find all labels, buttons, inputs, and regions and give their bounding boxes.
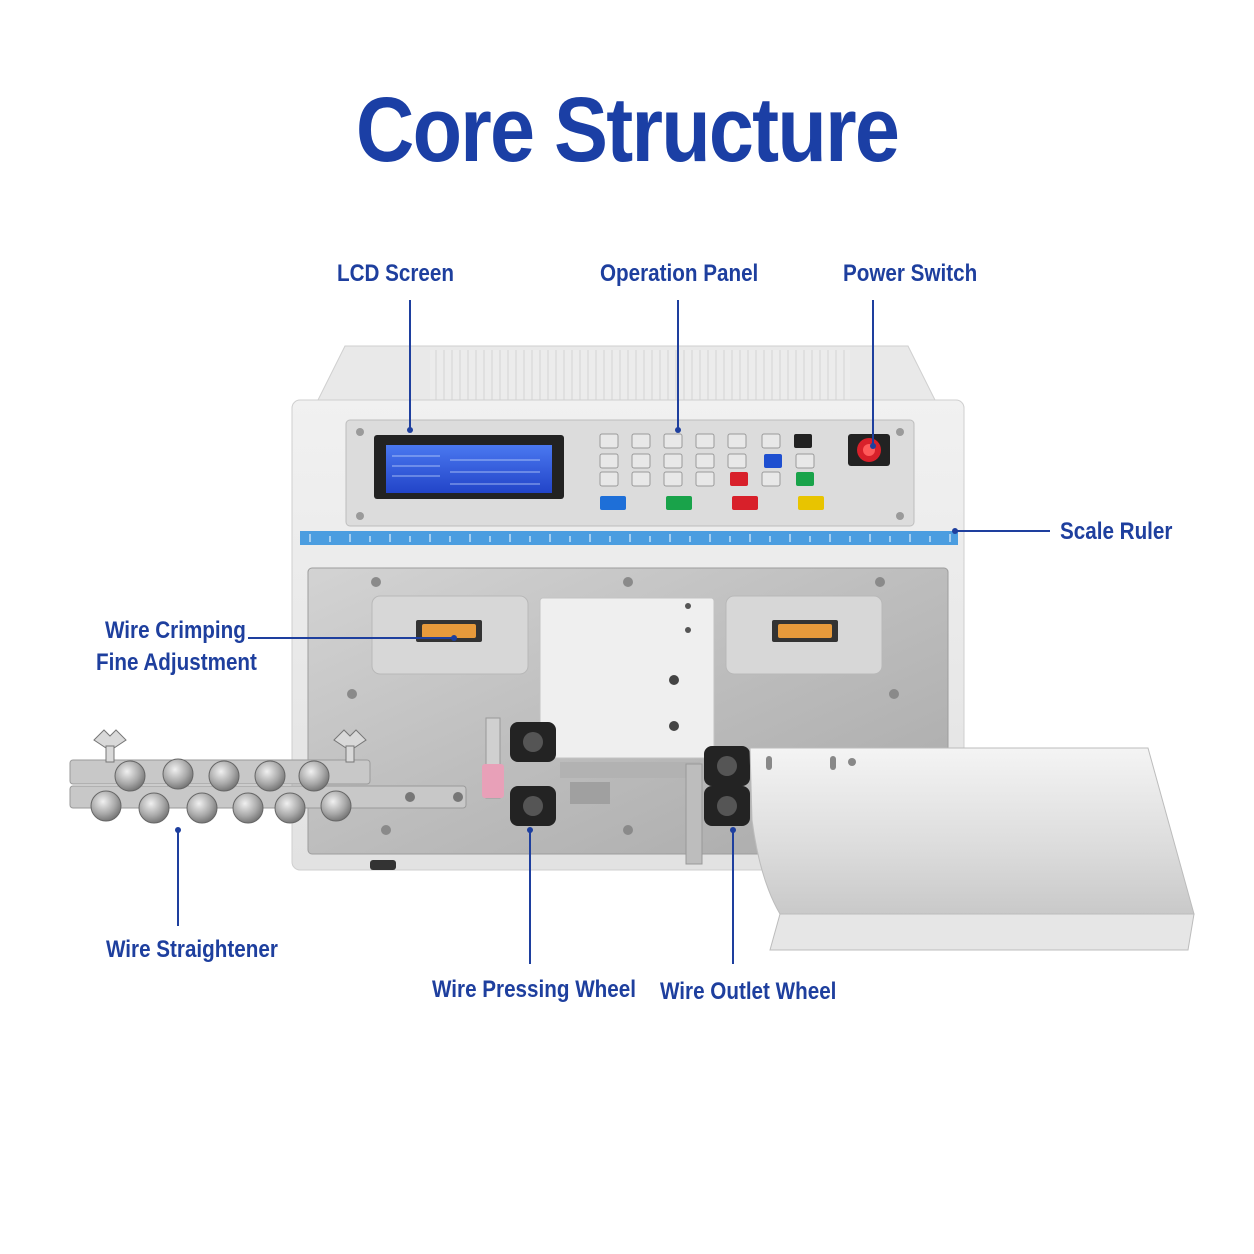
label-wire-outlet-wheel: Wire Outlet Wheel xyxy=(660,978,837,1005)
callout-leaders xyxy=(177,300,1050,964)
label-wire-pressing-wheel: Wire Pressing Wheel xyxy=(432,976,636,1003)
power-switch-button xyxy=(848,434,890,466)
cutter-block xyxy=(539,597,715,759)
machine-foot xyxy=(370,860,396,870)
outlet-wheels xyxy=(704,746,750,826)
callout-dots xyxy=(175,427,958,833)
operation-keypad xyxy=(599,433,824,510)
lcd-screen xyxy=(374,435,564,499)
wire-straightener xyxy=(69,729,467,824)
label-wire-crimping: Wire Crimping xyxy=(105,617,246,644)
pressing-wheels xyxy=(510,722,556,826)
label-scale-ruler: Scale Ruler xyxy=(1060,518,1173,545)
label-wire-straightener: Wire Straightener xyxy=(106,936,278,963)
page-title: Core Structure xyxy=(355,79,900,181)
output-tray xyxy=(749,747,1195,951)
scale-ruler xyxy=(300,531,958,545)
label-operation-panel: Operation Panel xyxy=(600,260,759,287)
mechanism xyxy=(482,717,703,865)
label-power-switch: Power Switch xyxy=(843,260,978,287)
label-fine-adjustment: Fine Adjustment xyxy=(96,649,257,676)
label-lcd-screen: LCD Screen xyxy=(337,260,455,287)
